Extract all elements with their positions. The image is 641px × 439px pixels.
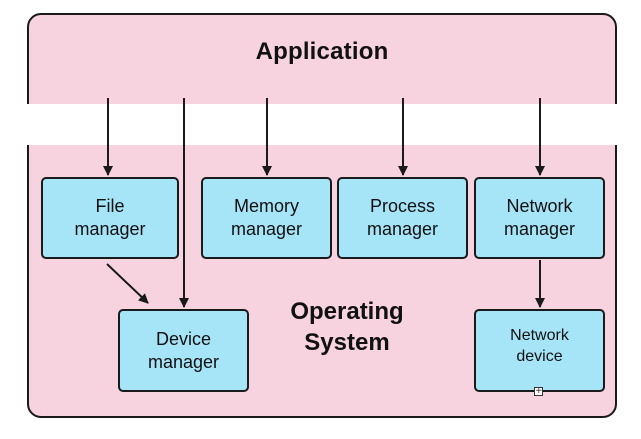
network-manager-line1: Network — [506, 196, 573, 216]
device-manager-box[interactable]: Device manager — [118, 309, 249, 392]
process-manager-box[interactable]: Process manager — [337, 177, 468, 259]
application-label: Application — [255, 38, 389, 65]
application-separator-band — [0, 104, 641, 145]
memory-manager-box[interactable]: Memory manager — [201, 177, 332, 259]
memory-manager-line1: Memory — [233, 196, 299, 216]
plus-handle-icon[interactable]: + — [534, 386, 543, 396]
device-manager-line2: manager — [147, 351, 220, 372]
process-manager-line2: manager — [366, 219, 439, 239]
network-manager-box[interactable]: Network manager — [474, 177, 605, 259]
network-device-line2: device — [516, 348, 563, 365]
network-device-box[interactable]: Network device — [474, 309, 605, 392]
network-manager-line2: manager — [503, 219, 576, 239]
device-manager-line1: Device — [155, 328, 212, 349]
operating-system-label-line2: System — [304, 329, 390, 356]
operating-system-label: Operating System — [262, 296, 432, 358]
operating-system-label-line1: Operating — [290, 298, 404, 325]
network-device-line1: Network — [510, 327, 569, 344]
file-manager-line1: File — [95, 196, 125, 216]
memory-manager-line2: manager — [230, 219, 303, 239]
process-manager-line1: Process — [369, 196, 436, 216]
file-manager-box[interactable]: File manager — [41, 177, 179, 259]
file-manager-line2: manager — [74, 219, 146, 239]
